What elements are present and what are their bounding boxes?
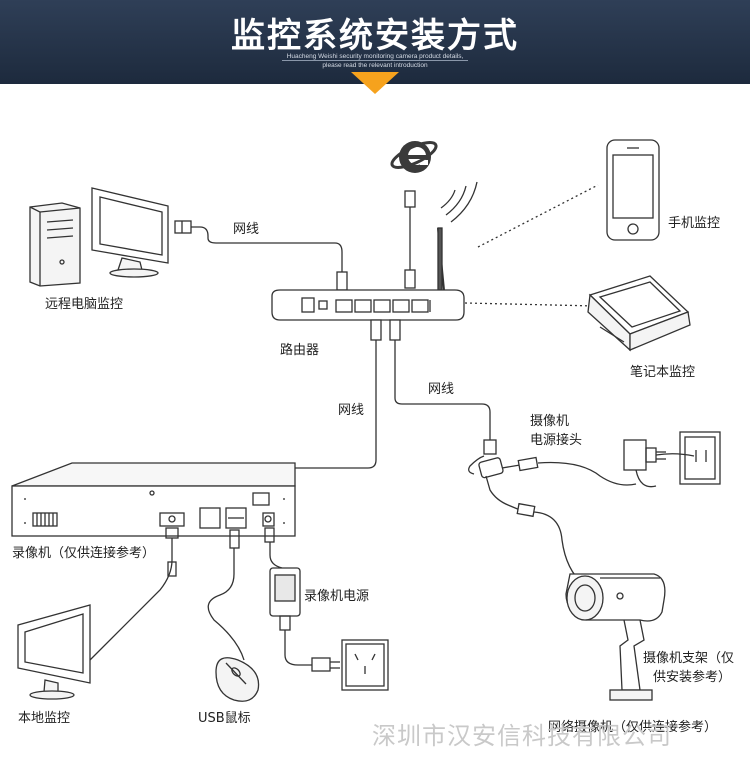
bracket-label-1: 摄像机支架（仅 bbox=[643, 651, 735, 666]
power-adapter-icon bbox=[269, 567, 301, 631]
network-camera-label: 网络摄像机（仅供连接参考） bbox=[548, 720, 718, 735]
phone-icon bbox=[606, 139, 660, 241]
camera-power-plug-icon bbox=[623, 431, 721, 488]
local-monitor-icon bbox=[17, 604, 91, 700]
laptop-monitor-label: 笔记本监控 bbox=[630, 365, 696, 380]
header-divider bbox=[282, 60, 468, 61]
header-banner: 监控系统安装方式 Huacheng Weishi security monito… bbox=[0, 0, 750, 84]
page-title: 监控系统安装方式 bbox=[231, 16, 519, 56]
local-monitor-label: 本地监控 bbox=[18, 711, 71, 726]
remote-pc-label: 远程电脑监控 bbox=[45, 297, 124, 312]
cable-label-right: 网线 bbox=[428, 382, 455, 397]
cable-label-left: 网线 bbox=[338, 403, 365, 418]
wall-socket-icon bbox=[341, 639, 389, 691]
company-watermark: 深圳市汉安信科技有限公司 bbox=[372, 722, 672, 750]
network-camera-icon bbox=[565, 573, 666, 701]
header-subtitle-1: Huacheng Weishi security monitoring came… bbox=[286, 53, 464, 60]
usb-mouse-icon bbox=[215, 657, 260, 702]
header-subtitle-2: please read the relevant introduction bbox=[322, 62, 428, 69]
router-icon bbox=[271, 227, 465, 321]
desktop-pc-icon bbox=[29, 187, 169, 287]
usb-mouse-label: USB鼠标 bbox=[198, 711, 251, 726]
recorder-icon bbox=[11, 462, 296, 537]
camera-power-label-2: 电源接头 bbox=[530, 433, 583, 448]
recorder-label: 录像机（仅供连接参考） bbox=[12, 546, 156, 561]
ie-browser-icon bbox=[390, 141, 438, 173]
router-label: 路由器 bbox=[280, 343, 320, 358]
phone-monitor-label: 手机监控 bbox=[668, 216, 721, 231]
bracket-label-2: 供安装参考） bbox=[653, 670, 732, 685]
recorder-power-label: 录像机电源 bbox=[304, 589, 370, 604]
laptop-icon bbox=[587, 275, 691, 352]
camera-power-label-1: 摄像机 bbox=[530, 414, 570, 429]
header-arrow-icon bbox=[351, 72, 399, 94]
cable-label-top: 网线 bbox=[233, 222, 260, 237]
